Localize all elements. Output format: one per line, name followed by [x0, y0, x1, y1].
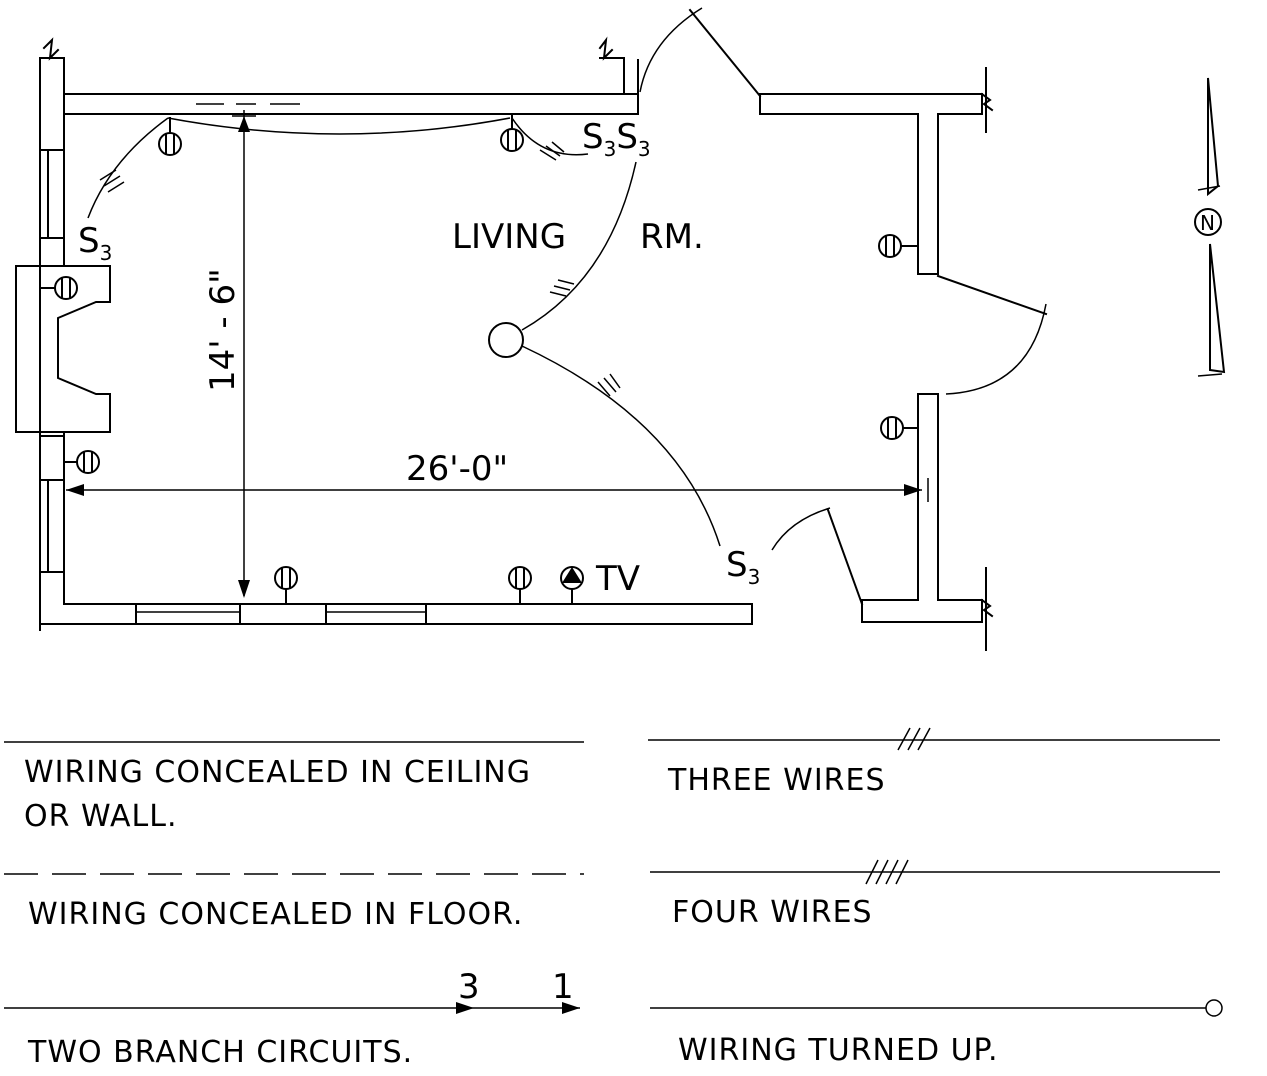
room-label-living: LIVING — [452, 217, 566, 257]
outlet-bottom-mid — [508, 566, 532, 605]
legend-turned-up: WIRING TURNED UP. — [678, 1033, 999, 1068]
switches: S3 S3S3 S3 — [78, 117, 760, 589]
svg-text:S3: S3 — [726, 545, 760, 589]
north-label: N — [1200, 211, 1215, 235]
outlet-right-upper — [878, 234, 919, 258]
wiring — [87, 103, 721, 547]
legend-branch-1: 1 — [552, 967, 574, 1007]
svg-text:S3: S3 — [78, 221, 112, 265]
legend-ceiling-line1: WIRING CONCEALED IN CEILING — [24, 755, 531, 790]
tv-label: TV — [595, 559, 640, 599]
walls — [15, 36, 994, 651]
depth-dimension: 14' - 6" — [203, 268, 243, 392]
tv-outlet — [560, 566, 584, 605]
outlet-right-lower — [880, 416, 919, 440]
legend-three-wires: THREE WIRES — [667, 763, 886, 798]
outlet-top-mid — [500, 115, 524, 152]
outlet-left-wall — [63, 450, 100, 474]
north-arrow-icon: N — [1194, 77, 1226, 377]
legend-branch: TWO BRANCH CIRCUITS. — [27, 1035, 413, 1070]
legend-ceiling-line2: OR WALL. — [24, 799, 178, 834]
outlet-fireplace — [41, 276, 78, 300]
svg-text:S3S3: S3S3 — [582, 117, 651, 161]
dimensions: 14' - 6" 26'-0" — [66, 110, 929, 598]
legend-floor: WIRING CONCEALED IN FLOOR. — [28, 897, 523, 932]
outlet-top-left — [158, 117, 182, 156]
width-dimension: 26'-0" — [406, 449, 508, 489]
legend-four-wires: FOUR WIRES — [672, 895, 873, 930]
doors — [639, 7, 1048, 606]
legend: WIRING CONCEALED IN CEILING OR WALL. WIR… — [4, 727, 1223, 1070]
outlets: TV — [41, 115, 919, 605]
room-label-rm: RM. — [640, 217, 704, 257]
legend-branch-3: 3 — [458, 967, 480, 1007]
outlet-bottom-left — [274, 566, 298, 605]
ceiling-light-icon — [488, 322, 524, 358]
